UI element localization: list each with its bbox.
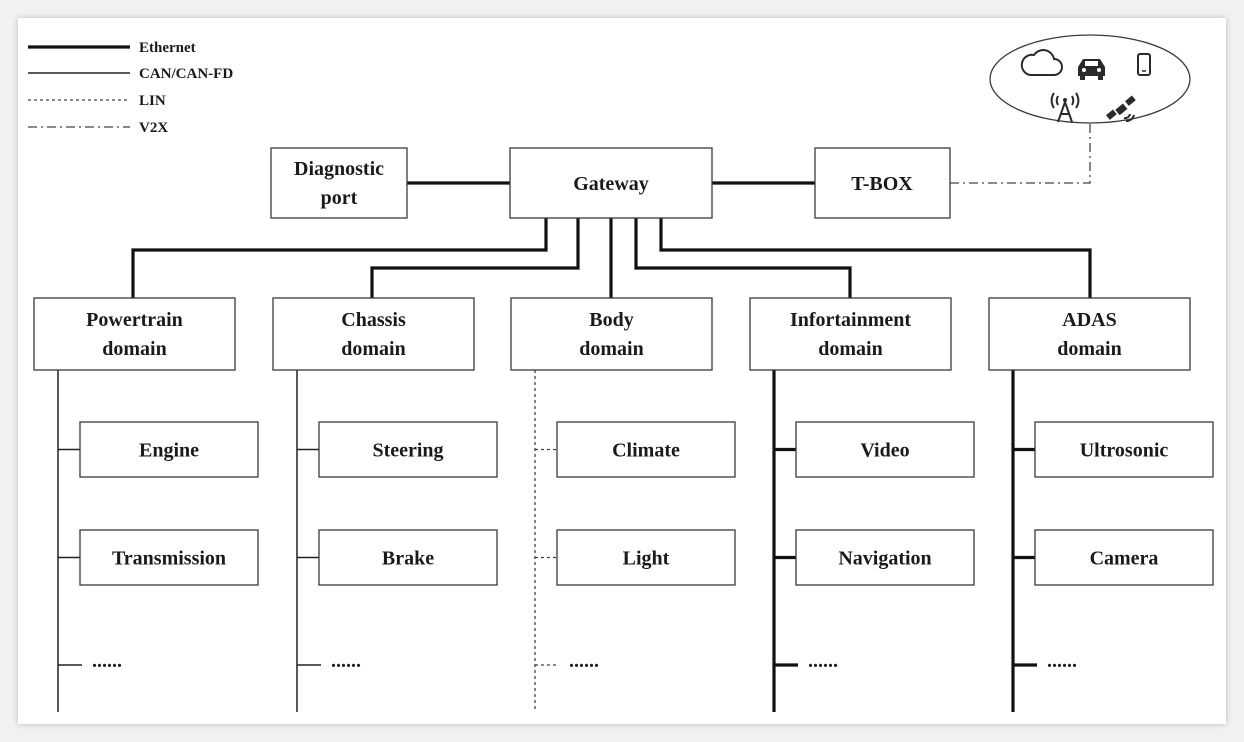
domain-chassis-label-line2: domain xyxy=(341,338,405,360)
domain-adas-label-line2: domain xyxy=(1057,338,1121,360)
cloud-icon xyxy=(1020,49,1063,76)
ecu-infotainment-1-label: Navigation xyxy=(838,548,931,570)
tbox-label: T-BOX xyxy=(851,173,913,195)
tbox-box xyxy=(814,147,951,219)
domain-body-box xyxy=(510,297,713,371)
ecu-infotainment-0-box xyxy=(795,421,975,478)
diagnostic-port-label-line2: port xyxy=(321,187,358,209)
domain-powertrain-label-line1: Powertrain xyxy=(86,309,183,331)
ecu-infotainment-1-box xyxy=(795,529,975,586)
domain-adas-label-line1: ADAS xyxy=(1062,309,1116,331)
ecu-powertrain-more-label: ...... xyxy=(92,650,122,672)
ecu-adas-0-label: Ultrosonic xyxy=(1080,440,1169,462)
domain-infotainment-box xyxy=(749,297,952,371)
satellite-icon xyxy=(1106,95,1136,122)
domain-infotainment: Infortainment domainVideoNavigation...... xyxy=(749,297,975,712)
domain-powertrain: Powertrain domainEngineTransmission...... xyxy=(33,297,259,712)
gateway-node: Gateway xyxy=(509,147,713,219)
ecu-powertrain-0-box xyxy=(79,421,259,478)
ecu-infotainment-0-label: Video xyxy=(860,440,909,462)
diagnostic-port-box xyxy=(270,147,408,219)
ecu-adas-1-box xyxy=(1034,529,1214,586)
gateway-chassis-link xyxy=(370,218,580,298)
legend-ethernet-label: Ethernet xyxy=(139,40,196,56)
car-icon xyxy=(1078,59,1105,80)
gateway-box xyxy=(509,147,713,219)
domain-powertrain-box xyxy=(33,297,236,371)
domain-infotainment-label-line1: Infortainment xyxy=(790,309,911,331)
diagram-frame xyxy=(18,18,1226,724)
legend-v2x-label: V2X xyxy=(139,120,168,136)
domains-layer: Powertrain domainEngineTransmission......… xyxy=(33,297,1214,712)
legend-can-label: CAN/CAN-FD xyxy=(139,66,233,82)
v2x-ellipse xyxy=(989,34,1191,124)
tbox-node: T-BOX xyxy=(814,147,951,219)
domain-body-label-line1: Body xyxy=(589,309,633,331)
antenna-tower-icon xyxy=(1050,92,1080,123)
legend-lin-label: LIN xyxy=(139,93,166,109)
domain-adas: ADAS domainUltrosonicCamera...... xyxy=(988,297,1214,712)
ecu-powertrain-1-label: Transmission xyxy=(112,548,226,570)
ecu-powertrain-1-box xyxy=(79,529,259,586)
ecu-adas-0-box xyxy=(1034,421,1214,478)
domain-chassis-label-line1: Chassis xyxy=(341,309,406,331)
domain-powertrain-label-line2: domain xyxy=(102,338,166,360)
ecu-adas-1-label: Camera xyxy=(1090,548,1159,570)
domain-chassis: Chassis domainSteeringBrake...... xyxy=(272,297,498,712)
tbox-v2x-link xyxy=(950,123,1091,184)
legend: Ethernet CAN/CAN-FD LIN V2X xyxy=(28,40,233,136)
domain-chassis-box xyxy=(272,297,475,371)
ecu-chassis-more-label: ...... xyxy=(331,650,361,672)
ecu-body-0-label: Climate xyxy=(612,440,680,462)
domain-infotainment-label-line2: domain xyxy=(818,338,882,360)
domain-body: Body domainClimateLight...... xyxy=(510,297,736,712)
ecu-body-1-box xyxy=(556,529,736,586)
ecu-body-1-label: Light xyxy=(623,548,670,570)
domain-body-label-line2: domain xyxy=(579,338,643,360)
diagnostic-port-label-line1: Diagnostic xyxy=(294,158,384,180)
v2x-cloud-group xyxy=(989,34,1191,124)
gateway-powertrain-link xyxy=(131,218,548,298)
ecu-body-more-label: ...... xyxy=(569,650,599,672)
ecu-chassis-0-box xyxy=(318,421,498,478)
ecu-chassis-0-label: Steering xyxy=(372,440,443,462)
ecu-powertrain-0-label: Engine xyxy=(139,440,199,462)
gateway-adas-link xyxy=(659,218,1092,298)
ecu-body-0-box xyxy=(556,421,736,478)
ecu-chassis-1-label: Brake xyxy=(382,548,434,570)
gateway-label: Gateway xyxy=(573,173,649,195)
diagnostic-port-node: Diagnostic port xyxy=(270,147,408,219)
ecu-chassis-1-box xyxy=(318,529,498,586)
ecu-infotainment-more-label: ...... xyxy=(808,650,838,672)
smartphone-icon xyxy=(1137,53,1151,76)
gateway-infotainment-link xyxy=(634,218,852,298)
ecu-adas-more-label: ...... xyxy=(1047,650,1077,672)
domain-adas-box xyxy=(988,297,1191,371)
